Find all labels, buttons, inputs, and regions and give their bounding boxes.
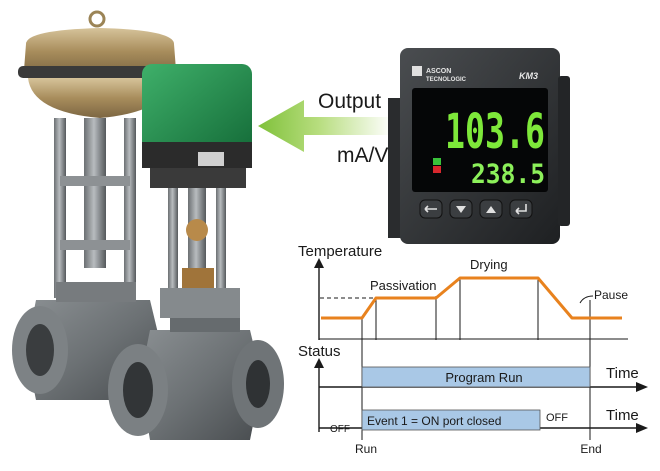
ascon-logo-icon [412, 66, 422, 76]
off-left-label: OFF [330, 424, 350, 435]
output-label: Output [318, 90, 381, 113]
time-axis-label-2: Time [606, 407, 639, 424]
temperature-axis-label: Temperature [298, 243, 382, 260]
indicator-alarm [433, 166, 441, 173]
time-axis-arrow-icon-2 [636, 423, 648, 433]
brand-line2: TECNOLOGIC [426, 77, 467, 83]
process-value: 103.6 [445, 104, 545, 160]
signal-label: mA/V [337, 144, 388, 167]
temperature-profile-line [321, 276, 622, 320]
display-screen [412, 88, 548, 192]
off-right-label: OFF [546, 412, 568, 424]
control-valves-image [12, 10, 284, 440]
temp-axis-arrow-icon [314, 258, 324, 268]
arrow-up-icon[interactable] [479, 199, 503, 219]
phase-drying: Drying [470, 257, 508, 272]
time-axis-arrow-icon-1 [636, 382, 648, 392]
program-diagram: Temperature Status Passivation Drying [298, 243, 648, 456]
event-bar [361, 409, 541, 431]
cycle-icon[interactable] [419, 199, 443, 219]
phase-passivation: Passivation [370, 278, 436, 293]
phase-pause: Pause [594, 288, 628, 302]
status-axis-arrow-icon [314, 358, 324, 368]
run-label: Run [355, 442, 377, 456]
model-label: KM3 [519, 71, 538, 81]
event-label: Event 1 = ON port closed [367, 414, 501, 428]
electric-valve [108, 64, 284, 440]
temperature-controller: ASCON TECNOLOGIC KM3 103.6 238.5 [388, 48, 570, 244]
brand-line1: ASCON [426, 68, 451, 75]
program-run-label: Program Run [445, 370, 522, 385]
enter-icon[interactable] [509, 199, 533, 219]
indicator-c [433, 158, 441, 165]
status-axis-label: Status [298, 343, 341, 360]
end-label: End [580, 442, 601, 456]
arrow-down-icon[interactable] [449, 199, 473, 219]
pneumatic-valve [12, 10, 184, 400]
output-arrow [258, 100, 392, 152]
time-axis-label-1: Time [606, 365, 639, 382]
program-run-bar [361, 366, 591, 388]
setpoint-value: 238.5 [471, 159, 545, 190]
